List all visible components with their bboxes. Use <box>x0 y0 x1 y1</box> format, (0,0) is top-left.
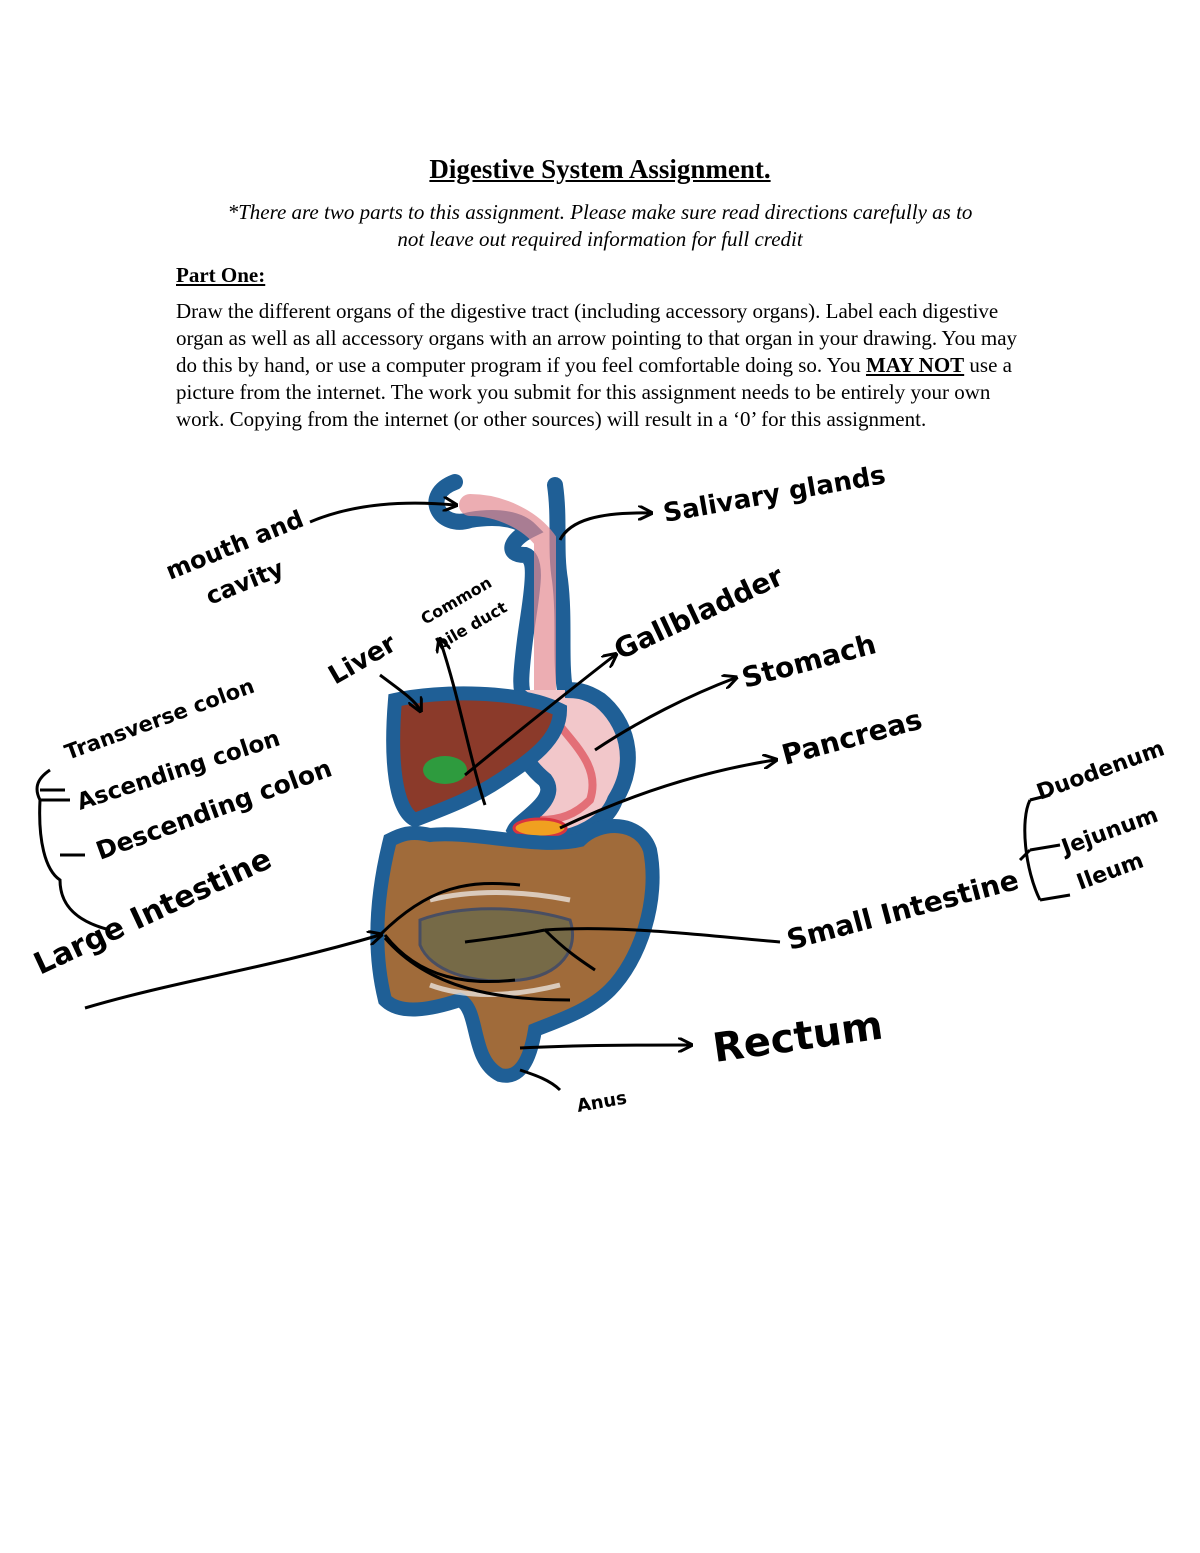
arrow-pancreas <box>559 760 775 830</box>
arrow-ascending-branch <box>383 934 516 983</box>
instructions-text-start: Draw the different organs of the digesti… <box>176 299 1018 377</box>
gallbladder-shape <box>423 756 467 784</box>
label-duodenum: Duodenum <box>1034 736 1168 805</box>
label-stomach: Stomach <box>738 627 879 694</box>
assignment-note-line-2: not leave out required information for f… <box>397 227 803 251</box>
bracket-tick-duodenum <box>1029 793 1051 802</box>
instructions-emphasis: MAY NOT <box>865 353 965 377</box>
esophagus-shape <box>428 474 573 708</box>
arrow-anus <box>519 1068 562 1092</box>
bracket-tick-ileum <box>1039 893 1071 902</box>
assignment-note: *There are two parts to this assignment.… <box>150 199 1050 253</box>
label-large-intestine: Large Intestine <box>29 842 277 983</box>
label-gallbladder: Gallbladder <box>609 559 789 666</box>
arrow-large-intestine <box>84 935 380 1010</box>
label-pancreas: Pancreas <box>778 703 925 772</box>
instructions-paragraph: Draw the different organs of the digesti… <box>176 298 1036 433</box>
arrow-common-bile-duct <box>440 640 487 806</box>
part-one-heading: Part One: <box>176 263 266 287</box>
liver-shape <box>386 686 568 828</box>
bracket-tick-jejunum <box>1029 843 1061 852</box>
arrow-gallbladder <box>464 655 615 777</box>
intestines-shape <box>370 819 660 1083</box>
label-jejunum: Jejunum <box>1057 803 1162 862</box>
instructions-text-end: use a picture from the internet. The wor… <box>176 353 1012 431</box>
arrow-small-intestine-branch <box>464 928 546 944</box>
arrow-small-intestine-branch-2 <box>543 928 596 972</box>
arrow-salivary <box>558 513 650 541</box>
arrow-descending-branch <box>383 937 571 1002</box>
arrow-rectum <box>519 1045 690 1048</box>
small-intestine-bracket <box>1023 799 1042 901</box>
colon-bracket <box>35 768 111 932</box>
label-ileum: Ileum <box>1074 848 1148 895</box>
arrow-small-intestine <box>544 927 781 944</box>
label-salivary-glands: Salivary glands <box>661 460 888 529</box>
arrow-stomach <box>594 678 735 752</box>
arrow-liver <box>379 673 420 710</box>
label-anus: Anus <box>575 1088 628 1117</box>
label-arrows <box>35 503 1071 1092</box>
page-title: Digestive System Assignment. <box>429 154 771 184</box>
assignment-note-line-1: *There are two parts to this assignment.… <box>227 200 973 224</box>
label-small-intestine: Small Intestine <box>783 863 1022 957</box>
bracket-connector <box>1018 848 1032 862</box>
arrow-mouth <box>309 503 455 524</box>
arrow-transverse-branch <box>378 882 521 937</box>
label-rectum: Rectum <box>710 1003 886 1072</box>
